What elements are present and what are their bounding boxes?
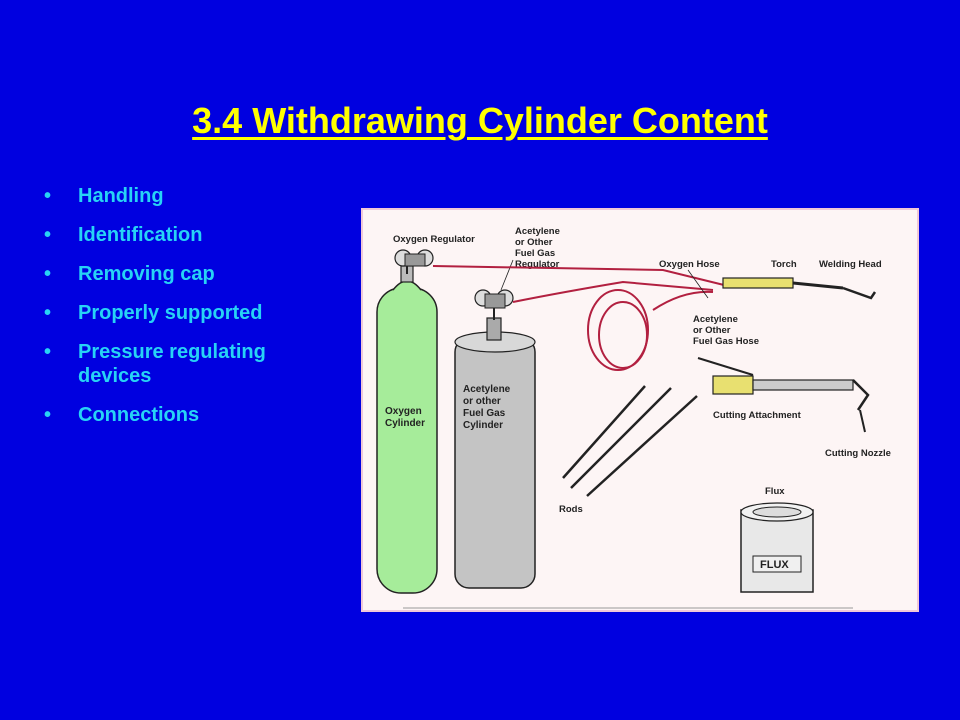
cutting-attachment-icon: [697, 357, 870, 433]
oxygen-regulator-label: Oxygen Regulator: [393, 234, 475, 245]
cutting-nozzle-label: Cutting Nozzle: [825, 448, 891, 459]
bullet-text: Identification: [78, 224, 203, 246]
bullet-text: Removing cap: [78, 263, 215, 285]
bullet-dot-icon: •: [44, 263, 52, 285]
flux-can-icon: [740, 502, 814, 593]
bullet-list: •Handling •Identification •Removing cap …: [44, 184, 344, 442]
acetylene-regulator-icon: [474, 289, 514, 320]
bullet-dot-icon: •: [44, 302, 52, 324]
welding-equipment-figure: Oxygen Cylinder Oxygen Regulator Acetyle…: [361, 208, 919, 612]
acetylene-cylinder-label-line1: Acetylene: [463, 384, 511, 395]
bullet-dot-icon: •: [44, 341, 52, 363]
bullet-item: • Connections: [44, 403, 344, 427]
acetylene-regulator-label-line2: or Other: [515, 237, 553, 248]
flux-can-text: FLUX: [760, 559, 789, 571]
acetylene-cylinder: [454, 317, 536, 589]
welding-diagram: Oxygen Cylinder Oxygen Regulator Acetyle…: [376, 226, 891, 609]
torch-label: Torch: [771, 259, 797, 270]
acetylene-hose-label-line1: Acetylene: [693, 314, 738, 325]
bullet-dot-icon: •: [44, 185, 52, 207]
acetylene-cylinder-label-line4: Cylinder: [463, 420, 503, 431]
rods-label: Rods: [559, 504, 583, 515]
acetylene-cylinder-label-line3: Fuel Gas: [463, 408, 506, 419]
slide-title: 3.4 Withdrawing Cylinder Content: [192, 100, 768, 141]
oxygen-cylinder-label-line1: Oxygen: [385, 406, 422, 417]
flux-label: Flux: [765, 486, 785, 497]
oxygen-hose-label: Oxygen Hose: [659, 259, 720, 270]
welding-head-label: Welding Head: [819, 259, 882, 270]
bullet-item: • Removing cap: [44, 262, 344, 286]
torch-icon: [722, 277, 877, 300]
oxygen-cylinder-label-line2: Cylinder: [385, 418, 425, 429]
acetylene-regulator-label-line1: Acetylene: [515, 226, 560, 237]
acetylene-cylinder-label-line2: or other: [463, 396, 501, 407]
bullet-dot-icon: •: [44, 404, 52, 426]
acetylene-hose-label-line2: or Other: [693, 325, 731, 336]
acetylene-regulator-label-line3: Fuel Gas: [515, 248, 555, 259]
bullet-text: Connections: [78, 404, 200, 426]
oxygen-regulator-icon: [394, 249, 434, 274]
oxygen-cylinder: [376, 265, 438, 594]
cutting-attachment-label: Cutting Attachment: [713, 410, 802, 421]
bullet-item: • Identification: [44, 223, 344, 247]
rods-icon: [562, 385, 698, 497]
acetylene-hose-label-line3: Fuel Gas Hose: [693, 336, 759, 347]
bullet-dot-icon: •: [44, 224, 52, 246]
bullet-text: Handling: [78, 185, 164, 207]
hoses: [432, 265, 729, 371]
bullet-item: • Handling: [44, 184, 344, 208]
bullet-text: Pressure regulating devices: [78, 341, 266, 387]
acetylene-regulator-label-line4: Regulator: [515, 259, 560, 270]
bullet-item: • Pressure regulating devices: [44, 340, 344, 388]
bullet-item: • Properly supported: [44, 301, 344, 325]
bullet-text: Properly supported: [78, 302, 263, 324]
